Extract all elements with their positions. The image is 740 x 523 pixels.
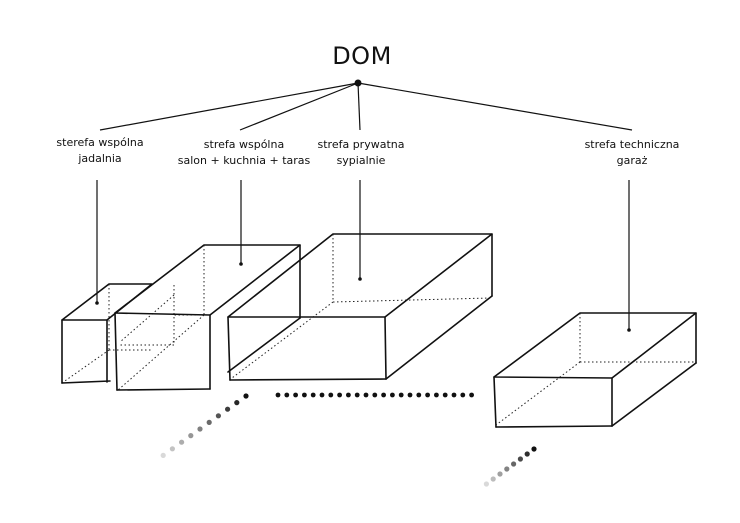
zone-label-dining: sterefa wspólna jadalnia — [56, 136, 143, 165]
trail-dot — [215, 413, 221, 419]
connector-dot — [442, 392, 448, 398]
connector-dot — [398, 392, 404, 398]
trail-dot — [497, 471, 503, 477]
zone-label-technical: strefa techniczna garaż — [585, 138, 680, 167]
connector-dot — [319, 392, 325, 398]
connector-dot — [451, 392, 457, 398]
zone-label-dining-line2: jadalnia — [77, 152, 121, 165]
zone-label-living: strefa wspólna salon + kuchnia + taras — [178, 138, 311, 167]
connector-dot — [425, 392, 430, 398]
box-private — [227, 233, 493, 381]
zone-label-living-line2: salon + kuchnia + taras — [178, 154, 311, 167]
zone-label-private-line1: strefa prywatna — [318, 138, 405, 151]
trail-dot — [234, 400, 240, 406]
leader-lines — [95, 180, 631, 332]
trail-dot — [206, 419, 212, 425]
trail-dot — [169, 446, 175, 452]
connector-dot — [390, 392, 395, 398]
trail-dot — [517, 456, 524, 462]
box-technical — [493, 312, 697, 428]
connector-dot — [337, 392, 342, 398]
box-living — [114, 244, 301, 391]
branch-lines — [99, 82, 633, 131]
trail-dot — [179, 439, 185, 445]
trail-dot — [243, 393, 249, 399]
connector-dot — [416, 392, 422, 398]
connector-dot — [381, 392, 386, 398]
trail-dot — [504, 466, 510, 472]
trail-dot — [490, 476, 496, 482]
connector-dot — [372, 392, 378, 398]
trail-dot — [188, 433, 194, 439]
trail-dot — [531, 446, 537, 452]
trail-dot — [197, 426, 203, 432]
connector-dot — [310, 392, 316, 398]
trail-dot — [483, 481, 489, 487]
connector-dot — [275, 392, 281, 398]
zone-label-private: strefa prywatna sypialnie — [318, 138, 405, 167]
box-dining — [61, 283, 153, 384]
trail-dot — [225, 406, 231, 412]
dot-connectors — [160, 392, 537, 487]
connector-dot — [354, 392, 360, 398]
zone-label-private-line2: sypialnie — [337, 154, 386, 167]
connector-dot — [407, 392, 413, 398]
trail-dot — [160, 452, 166, 458]
connector-dot — [469, 392, 474, 398]
zone-label-living-line1: strefa wspólna — [204, 138, 284, 151]
diagram-title: DOM — [332, 42, 392, 70]
connector-dot — [460, 392, 466, 398]
connector-dot — [363, 392, 369, 398]
connector-dot — [284, 392, 290, 398]
trail-dot — [510, 461, 517, 467]
connector-dot — [434, 392, 439, 398]
trail-dot — [524, 451, 530, 457]
connector-dot — [328, 392, 334, 398]
connector-dot — [346, 392, 351, 398]
connector-dot — [302, 392, 307, 398]
zone-label-technical-line1: strefa techniczna — [585, 138, 680, 151]
zone-label-dining-line1: sterefa wspólna — [56, 136, 143, 149]
zone-label-technical-line2: garaż — [617, 154, 648, 167]
connector-dot — [293, 392, 298, 398]
